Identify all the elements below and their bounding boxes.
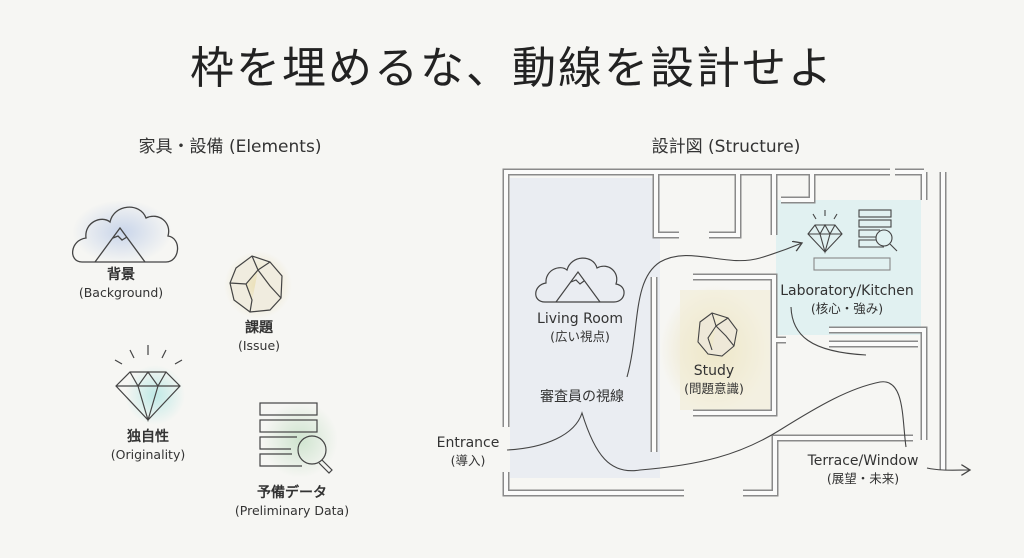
cloud-mountain-icon bbox=[72, 200, 179, 264]
room-sub: (問題意識) bbox=[684, 381, 744, 396]
room-label-terrace: Terrace/Window (展望・未来) bbox=[808, 453, 919, 487]
room-label-living-room: Living Room (広い視点) bbox=[537, 311, 623, 345]
page-title: 枠を埋めるな、動線を設計せよ bbox=[190, 43, 834, 94]
crumpled-paper-icon bbox=[224, 251, 292, 319]
room-sub: (展望・未来) bbox=[826, 471, 900, 486]
lab-path bbox=[790, 306, 867, 356]
document-magnifier-icon bbox=[259, 402, 338, 478]
elements-heading: 家具・設備 (Elements) bbox=[138, 137, 322, 157]
room-label-laboratory: Laboratory/Kitchen (核心・強み) bbox=[780, 283, 914, 317]
terrace-arrow bbox=[926, 468, 970, 470]
lab-document-magnifier-icon bbox=[813, 209, 898, 271]
lab-diamond-icon bbox=[807, 210, 843, 255]
gaze-path-label: 審査員の視線 bbox=[540, 389, 624, 405]
room-name: Study bbox=[693, 363, 735, 379]
element-label-originality: 独自性 (Originality) bbox=[111, 429, 185, 463]
label-en: (Preliminary Data) bbox=[234, 503, 350, 518]
entrance-path bbox=[506, 381, 907, 472]
label-en: (Issue) bbox=[237, 338, 281, 353]
room-name: Laboratory/Kitchen bbox=[780, 283, 914, 299]
floor-plan bbox=[502, 168, 970, 497]
living-room-cloud-icon bbox=[535, 257, 625, 303]
room-sub: (核心・強み) bbox=[810, 301, 884, 316]
room-name: Terrace/Window bbox=[807, 453, 919, 469]
label-jp: 背景 bbox=[106, 267, 135, 283]
diamond-icon bbox=[114, 345, 185, 425]
room-name: Living Room bbox=[537, 311, 623, 327]
element-label-preliminary-data: 予備データ (Preliminary Data) bbox=[235, 485, 349, 519]
entrance-label: Entrance (導入) bbox=[437, 435, 500, 469]
label-en: (Originality) bbox=[110, 447, 186, 462]
room-sub: (広い視点) bbox=[550, 329, 610, 344]
room-label-study: Study (問題意識) bbox=[684, 363, 744, 397]
label-jp: 独自性 bbox=[126, 429, 169, 445]
entrance-sub: (導入) bbox=[450, 453, 486, 468]
element-label-issue: 課題 (Issue) bbox=[238, 320, 280, 354]
structure-heading: 設計図 (Structure) bbox=[651, 137, 801, 157]
gaze-path-to-lab bbox=[626, 243, 802, 378]
study-crumpled-paper-icon bbox=[697, 312, 738, 357]
element-label-background: 背景 (Background) bbox=[79, 267, 163, 301]
label-jp: 予備データ bbox=[256, 485, 327, 501]
entrance-name: Entrance bbox=[436, 435, 500, 451]
label-jp: 課題 bbox=[244, 320, 273, 336]
label-en: (Background) bbox=[78, 285, 164, 300]
